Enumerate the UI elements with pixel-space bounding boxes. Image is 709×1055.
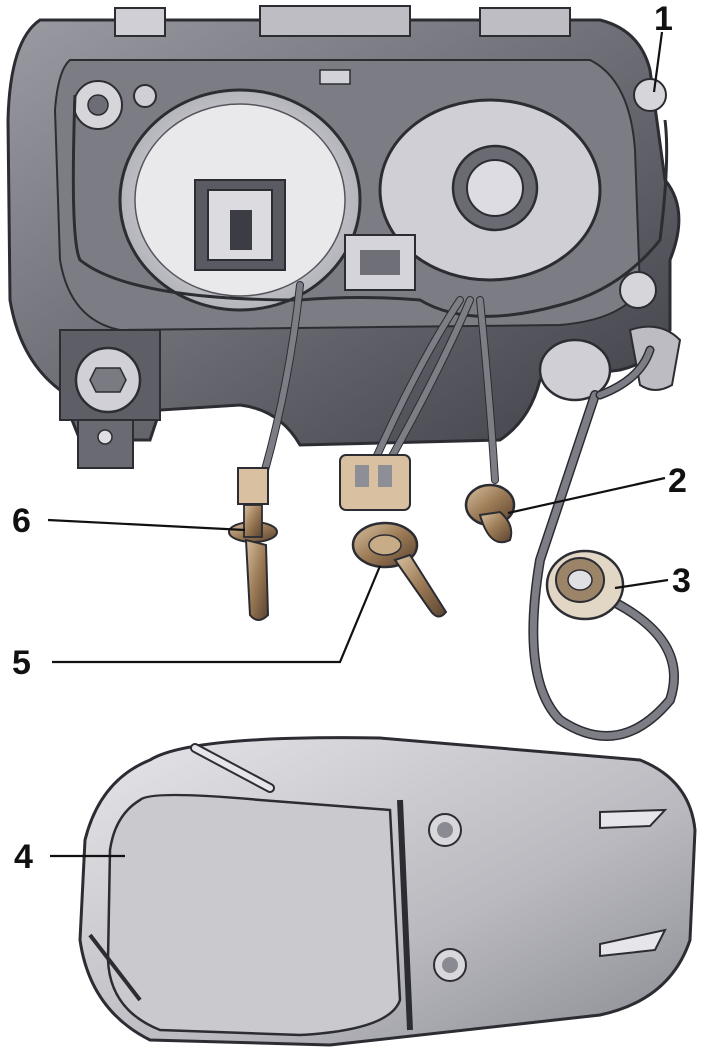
- mounting-bolt: [59, 329, 161, 469]
- socket-3: [545, 549, 625, 621]
- leader-3: [614, 578, 669, 590]
- bulb-5: [339, 454, 448, 618]
- callout-2: 2: [668, 462, 687, 500]
- leader-5: [52, 565, 382, 664]
- bulb-6: [228, 467, 278, 621]
- callout-4: 4: [14, 838, 33, 876]
- callout-6: 6: [12, 502, 31, 540]
- callout-1: 1: [654, 0, 673, 38]
- callout-3: 3: [672, 562, 691, 600]
- leader-6: [47, 518, 246, 532]
- adjuster-gear-left: [73, 80, 123, 130]
- headlight-housing: [6, 5, 682, 469]
- callout-5: 5: [12, 644, 31, 682]
- adjuster-gear-right: [619, 78, 667, 309]
- rear-cover: [78, 736, 697, 1047]
- bulb-2: [464, 483, 516, 544]
- leader-2: [507, 476, 666, 515]
- leader-1: [652, 31, 664, 93]
- leader-lines: [47, 31, 669, 858]
- wiring-harness: [261, 281, 679, 741]
- callout-labels: 1 2 3 4 5 6: [12, 0, 691, 876]
